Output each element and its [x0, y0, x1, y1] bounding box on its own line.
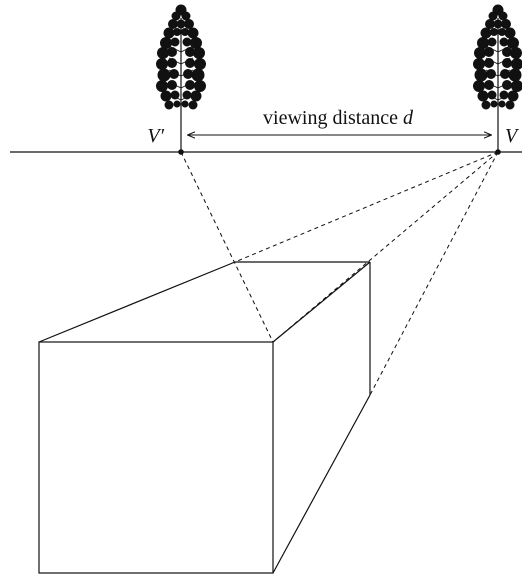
tree-leaf — [185, 58, 195, 68]
perspective-box — [38, 261, 371, 574]
tree-leaf — [490, 28, 498, 36]
tree-leaf — [484, 47, 494, 57]
tree-leaf — [499, 90, 509, 100]
tree-leaf — [160, 90, 172, 102]
construction-line-vprime — [180, 151, 274, 343]
tree-leaf — [187, 27, 199, 39]
tree-leaf — [181, 11, 191, 21]
tree-leaf — [173, 100, 181, 108]
tree-leaf — [167, 58, 177, 68]
tree-leaf — [193, 47, 205, 59]
tree-leaf — [190, 90, 202, 102]
tree-leaf — [185, 80, 195, 90]
tree-leaf — [473, 80, 485, 92]
tree-leaf — [511, 58, 522, 70]
tree-leaf — [505, 100, 515, 110]
construction-line-v-top — [234, 151, 499, 263]
v-prime-label: V′ — [147, 125, 164, 147]
tree-leaf — [474, 47, 486, 59]
tree-leaf — [498, 100, 506, 108]
tree-leaf — [501, 19, 511, 29]
tree-leaf — [502, 47, 512, 57]
tree-leaf — [188, 100, 198, 110]
tree-leaf — [507, 90, 519, 102]
tree-leaf — [185, 47, 195, 57]
tree-leaf — [181, 28, 189, 36]
tree-leaf — [171, 11, 181, 21]
tree-leaf — [487, 90, 497, 100]
tree-leaf — [498, 28, 506, 36]
tree-leaf — [163, 27, 175, 39]
tree-leaf — [173, 28, 181, 36]
tree-leaf — [167, 80, 177, 90]
tree-leaf — [507, 37, 519, 49]
tree-leaf — [510, 47, 522, 59]
tree-leaf — [190, 37, 202, 49]
tree-leaf — [499, 37, 509, 47]
tree-leaf — [500, 69, 510, 79]
box-bottom-right-edge — [272, 394, 371, 574]
tree-leaf — [484, 80, 494, 90]
tree-leaf — [486, 69, 496, 79]
v-label: V — [505, 125, 520, 147]
tree-leaf — [176, 19, 186, 29]
box-front-face — [38, 341, 274, 574]
tree-leaf — [488, 11, 498, 21]
tree-leaf — [511, 80, 522, 92]
tree-leaf — [485, 19, 495, 29]
tree-leaf — [487, 37, 497, 47]
tree-leaf — [181, 100, 189, 108]
construction-lines — [180, 151, 499, 396]
tree-right-icon — [473, 4, 522, 152]
tree-leaf — [170, 90, 180, 100]
tree-leaf — [477, 37, 489, 49]
tree-leaf — [170, 37, 180, 47]
viewing-distance-label: viewing distance d — [263, 107, 414, 129]
tree-leaf — [194, 58, 206, 70]
tree-leaf — [164, 100, 174, 110]
tree-leaf — [182, 37, 192, 47]
tree-leaf — [167, 47, 177, 57]
tree-leaf — [157, 47, 169, 59]
box-top-left-edge — [38, 261, 236, 343]
box-top-right-edge — [272, 261, 371, 343]
distance-symbol: d — [403, 107, 414, 129]
tree-leaf — [481, 100, 491, 110]
tree-leaf — [183, 69, 193, 79]
tree-leaf — [168, 19, 178, 29]
viewing-distance-text: viewing distance — [263, 107, 403, 129]
tree-leaf — [184, 19, 194, 29]
tree-leaf — [157, 68, 171, 82]
tree-leaf — [480, 27, 492, 39]
tree-leaf — [484, 58, 494, 68]
tree-leaf — [474, 68, 488, 82]
tree-leaf — [160, 37, 172, 49]
tree-leaf — [191, 68, 205, 82]
tree-leaf — [473, 58, 485, 70]
tree-left-icon — [156, 4, 206, 152]
tree-leaf — [194, 80, 206, 92]
tree-leaf — [169, 69, 179, 79]
tree-leaf — [477, 90, 489, 102]
construction-line-v-low — [369, 151, 499, 396]
tree-leaf — [490, 100, 498, 108]
tree-leaf — [502, 58, 512, 68]
tree-leaf — [498, 11, 508, 21]
tree-leaf — [508, 68, 522, 82]
tree-leaf — [156, 58, 168, 70]
tree-leaf — [502, 80, 512, 90]
tree-leaf — [182, 90, 192, 100]
tree-leaf — [493, 19, 503, 29]
tree-leaf — [156, 80, 168, 92]
tree-leaf — [504, 27, 516, 39]
